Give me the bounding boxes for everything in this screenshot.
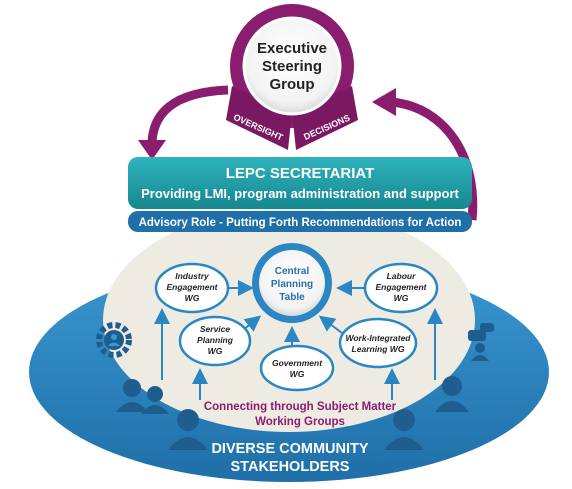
wg-service-line2: Planning	[197, 335, 234, 345]
person-silhouette-icon	[435, 376, 469, 412]
secretariat-banner	[128, 157, 472, 209]
executive-title-line3: Group	[270, 76, 315, 93]
left-arrowhead	[138, 140, 166, 160]
person-silhouette-icon	[384, 409, 424, 450]
central-line2: Planning	[271, 279, 313, 290]
left-feedback-arrow	[147, 85, 229, 151]
person-silhouette-icon	[116, 379, 169, 414]
executive-circle	[242, 16, 342, 116]
wg-industry-line2: Engagement	[166, 282, 218, 292]
secretariat-subtitle: Providing LMI, program administration an…	[141, 186, 459, 201]
executive-title-line2: Steering	[262, 58, 322, 75]
decisions-tab	[292, 86, 358, 150]
wg-labour-line2: Engagement	[375, 282, 427, 292]
chat-person-icon	[468, 323, 494, 361]
wg-service-line1: Service	[200, 324, 231, 334]
wg-industry-line3: WG	[185, 293, 200, 303]
stakeholders-line1: DIVERSE COMMUNITY	[211, 441, 368, 457]
wg-labour-line1: Labour	[387, 271, 416, 281]
arrow-wil-to-central	[318, 315, 343, 334]
connecting-line1: Connecting through Subject Matter	[204, 401, 397, 413]
wg-service-line3: WG	[208, 346, 223, 356]
wg-industry: Industry Engagement WG	[154, 262, 230, 314]
wg-government-line2: WG	[290, 369, 305, 379]
oversight-tab	[226, 86, 292, 150]
wg-labour-line3: WG	[394, 293, 409, 303]
gear-people-icon	[96, 322, 132, 358]
advisory-text: Advisory Role - Putting Forth Recommenda…	[139, 217, 462, 229]
wg-wil-line1: Work-Integrated	[345, 333, 411, 343]
right-feedback-arrow	[391, 97, 478, 221]
executive-title-line1: Executive	[257, 40, 327, 57]
right-arrowhead	[372, 88, 396, 116]
wg-wil-line2: Learning WG	[352, 344, 405, 354]
central-planning-circle	[259, 250, 325, 316]
wg-service: Service Planning WG	[178, 315, 252, 367]
central-line3: Table	[279, 292, 305, 303]
stakeholders-line2: STAKEHOLDERS	[231, 459, 350, 475]
wg-government: Government WG	[259, 344, 335, 392]
wg-labour: Labour Engagement WG	[363, 262, 439, 314]
wg-work-integrated-learning: Work-Integrated Learning WG	[338, 317, 418, 369]
wg-industry-line1: Industry	[175, 271, 210, 281]
connecting-line2: Working Groups	[255, 416, 345, 428]
central-line1: Central	[275, 266, 310, 277]
advisory-bar	[128, 211, 472, 232]
wg-government-line1: Government	[272, 358, 323, 368]
person-silhouette-icon	[168, 409, 208, 450]
secretariat-title: LEPC SECRETARIAT	[226, 165, 375, 182]
